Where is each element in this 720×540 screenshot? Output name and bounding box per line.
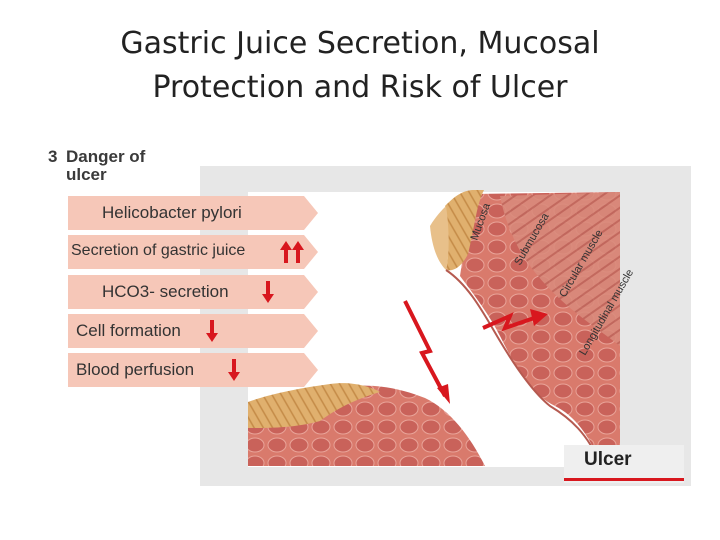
ulcer-label: Ulcer <box>584 449 632 471</box>
ulcer-tag: Ulcer <box>564 445 684 483</box>
factor-label: Cell formation <box>76 321 181 341</box>
factor-row-blood-perfusion: Blood perfusion <box>68 353 318 387</box>
title-line-2: Protection and Risk of Ulcer <box>0 66 720 110</box>
factor-label: Blood perfusion <box>76 360 194 380</box>
double-up-arrow-icon <box>280 241 304 263</box>
factor-row-hco3: HCO3- secretion <box>68 275 318 309</box>
ulcer-figure: Mucosa Submucosa Circular muscle Longitu… <box>40 140 700 500</box>
factor-row-gastric-juice: Secretion of gastric juice <box>68 235 318 269</box>
factor-label: Helicobacter pylori <box>102 203 242 223</box>
down-arrow-icon <box>262 281 274 303</box>
title-line-1: Gastric Juice Secretion, Mucosal <box>0 22 720 66</box>
factor-row-helicobacter: Helicobacter pylori <box>68 196 318 230</box>
ulcer-underline <box>564 478 684 481</box>
page-title: Gastric Juice Secretion, Mucosal Protect… <box>0 22 720 110</box>
section-title-line-1: Danger of <box>66 148 145 166</box>
factor-label: Secretion of gastric juice <box>71 242 245 260</box>
factor-label: HCO3- secretion <box>102 282 229 302</box>
factor-row-cell-formation: Cell formation <box>68 314 318 348</box>
section-number: 3 <box>48 148 57 166</box>
down-arrow-icon <box>206 320 218 342</box>
section-title-line-2: ulcer <box>66 166 107 184</box>
down-arrow-icon <box>228 359 240 381</box>
